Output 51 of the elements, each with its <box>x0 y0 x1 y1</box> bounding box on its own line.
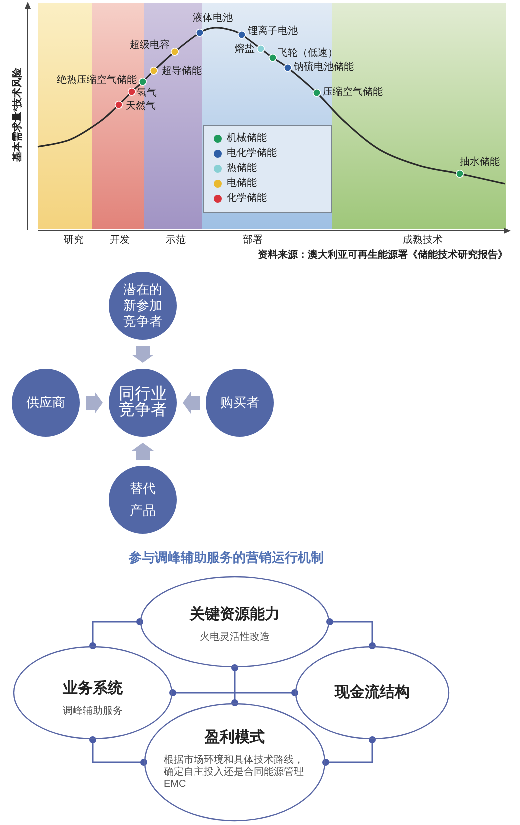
node-description: 调峰辅助服务 <box>63 706 123 718</box>
point-label: 熔盐 <box>235 44 255 56</box>
node-heading: 业务系统 <box>63 680 123 698</box>
legend-label: 电储能 <box>227 178 257 190</box>
legend-label: 热储能 <box>227 163 257 175</box>
node-description: 火电灵活性改造 <box>200 632 270 644</box>
point-label: 超级电容 <box>130 40 170 52</box>
node-heading: 现金流结构 <box>335 684 410 702</box>
point-label: 天然气 <box>126 101 156 113</box>
stage-label: 开发 <box>110 235 130 247</box>
connector-line <box>232 664 238 706</box>
ellipse-node <box>140 576 330 668</box>
legend-label: 化学储能 <box>227 193 267 205</box>
block-arrow <box>86 392 103 414</box>
point-label: 锂离子电池 <box>248 26 298 38</box>
ellipse-node <box>13 646 173 740</box>
point-label: 液体电池 <box>193 13 233 25</box>
connector-line <box>326 618 376 650</box>
stage-label: 研究 <box>64 235 84 247</box>
stage-label: 部署 <box>243 235 263 247</box>
ellipse-node <box>144 703 326 822</box>
legend-label: 电化学储能 <box>227 148 277 160</box>
node-label: 替代产品 <box>129 480 157 520</box>
node-label: 供应商 <box>26 395 66 411</box>
source-note: 资料来源：澳大利亚可再生能源署《储能技术研究报告》 <box>258 250 508 262</box>
point-label: 飞轮（低速） <box>278 48 338 60</box>
point-label: 抽水储能 <box>460 157 500 169</box>
stage-label: 示范 <box>166 235 186 247</box>
connector-line <box>90 618 144 650</box>
node-heading: 关键资源能力 <box>190 606 280 624</box>
point-label: 钠硫电池储能 <box>294 62 354 74</box>
connector-line <box>170 690 298 696</box>
node-label: 购买者 <box>220 395 260 411</box>
block-arrow <box>132 346 154 363</box>
node-label: 潜在的新参加竞争者 <box>122 282 164 330</box>
legend-label: 机械储能 <box>227 133 267 145</box>
node-label: 同行业竞争者 <box>118 387 168 419</box>
axis-title: 基本需求量*技术风险 <box>11 68 24 162</box>
connector-line <box>90 736 148 766</box>
node-heading: 盈利模式 <box>205 729 265 747</box>
point-label: 氢气 <box>137 88 157 100</box>
ellipse-node <box>295 646 450 740</box>
node-description: 根据市场环境和具体技术路线，确定自主投入还是合同能源管理EMC <box>164 755 305 791</box>
diagram-title: 参与调峰辅助服务的营销运行机制 <box>129 550 324 566</box>
connector-line <box>322 736 376 766</box>
point-label: 绝热压缩空气储能 <box>57 75 137 87</box>
stage-label: 成熟技术 <box>403 235 443 247</box>
point-label: 压缩空气储能 <box>323 87 383 99</box>
block-arrow <box>183 392 200 414</box>
point-label: 超导储能 <box>162 66 202 78</box>
block-arrow <box>132 443 154 460</box>
